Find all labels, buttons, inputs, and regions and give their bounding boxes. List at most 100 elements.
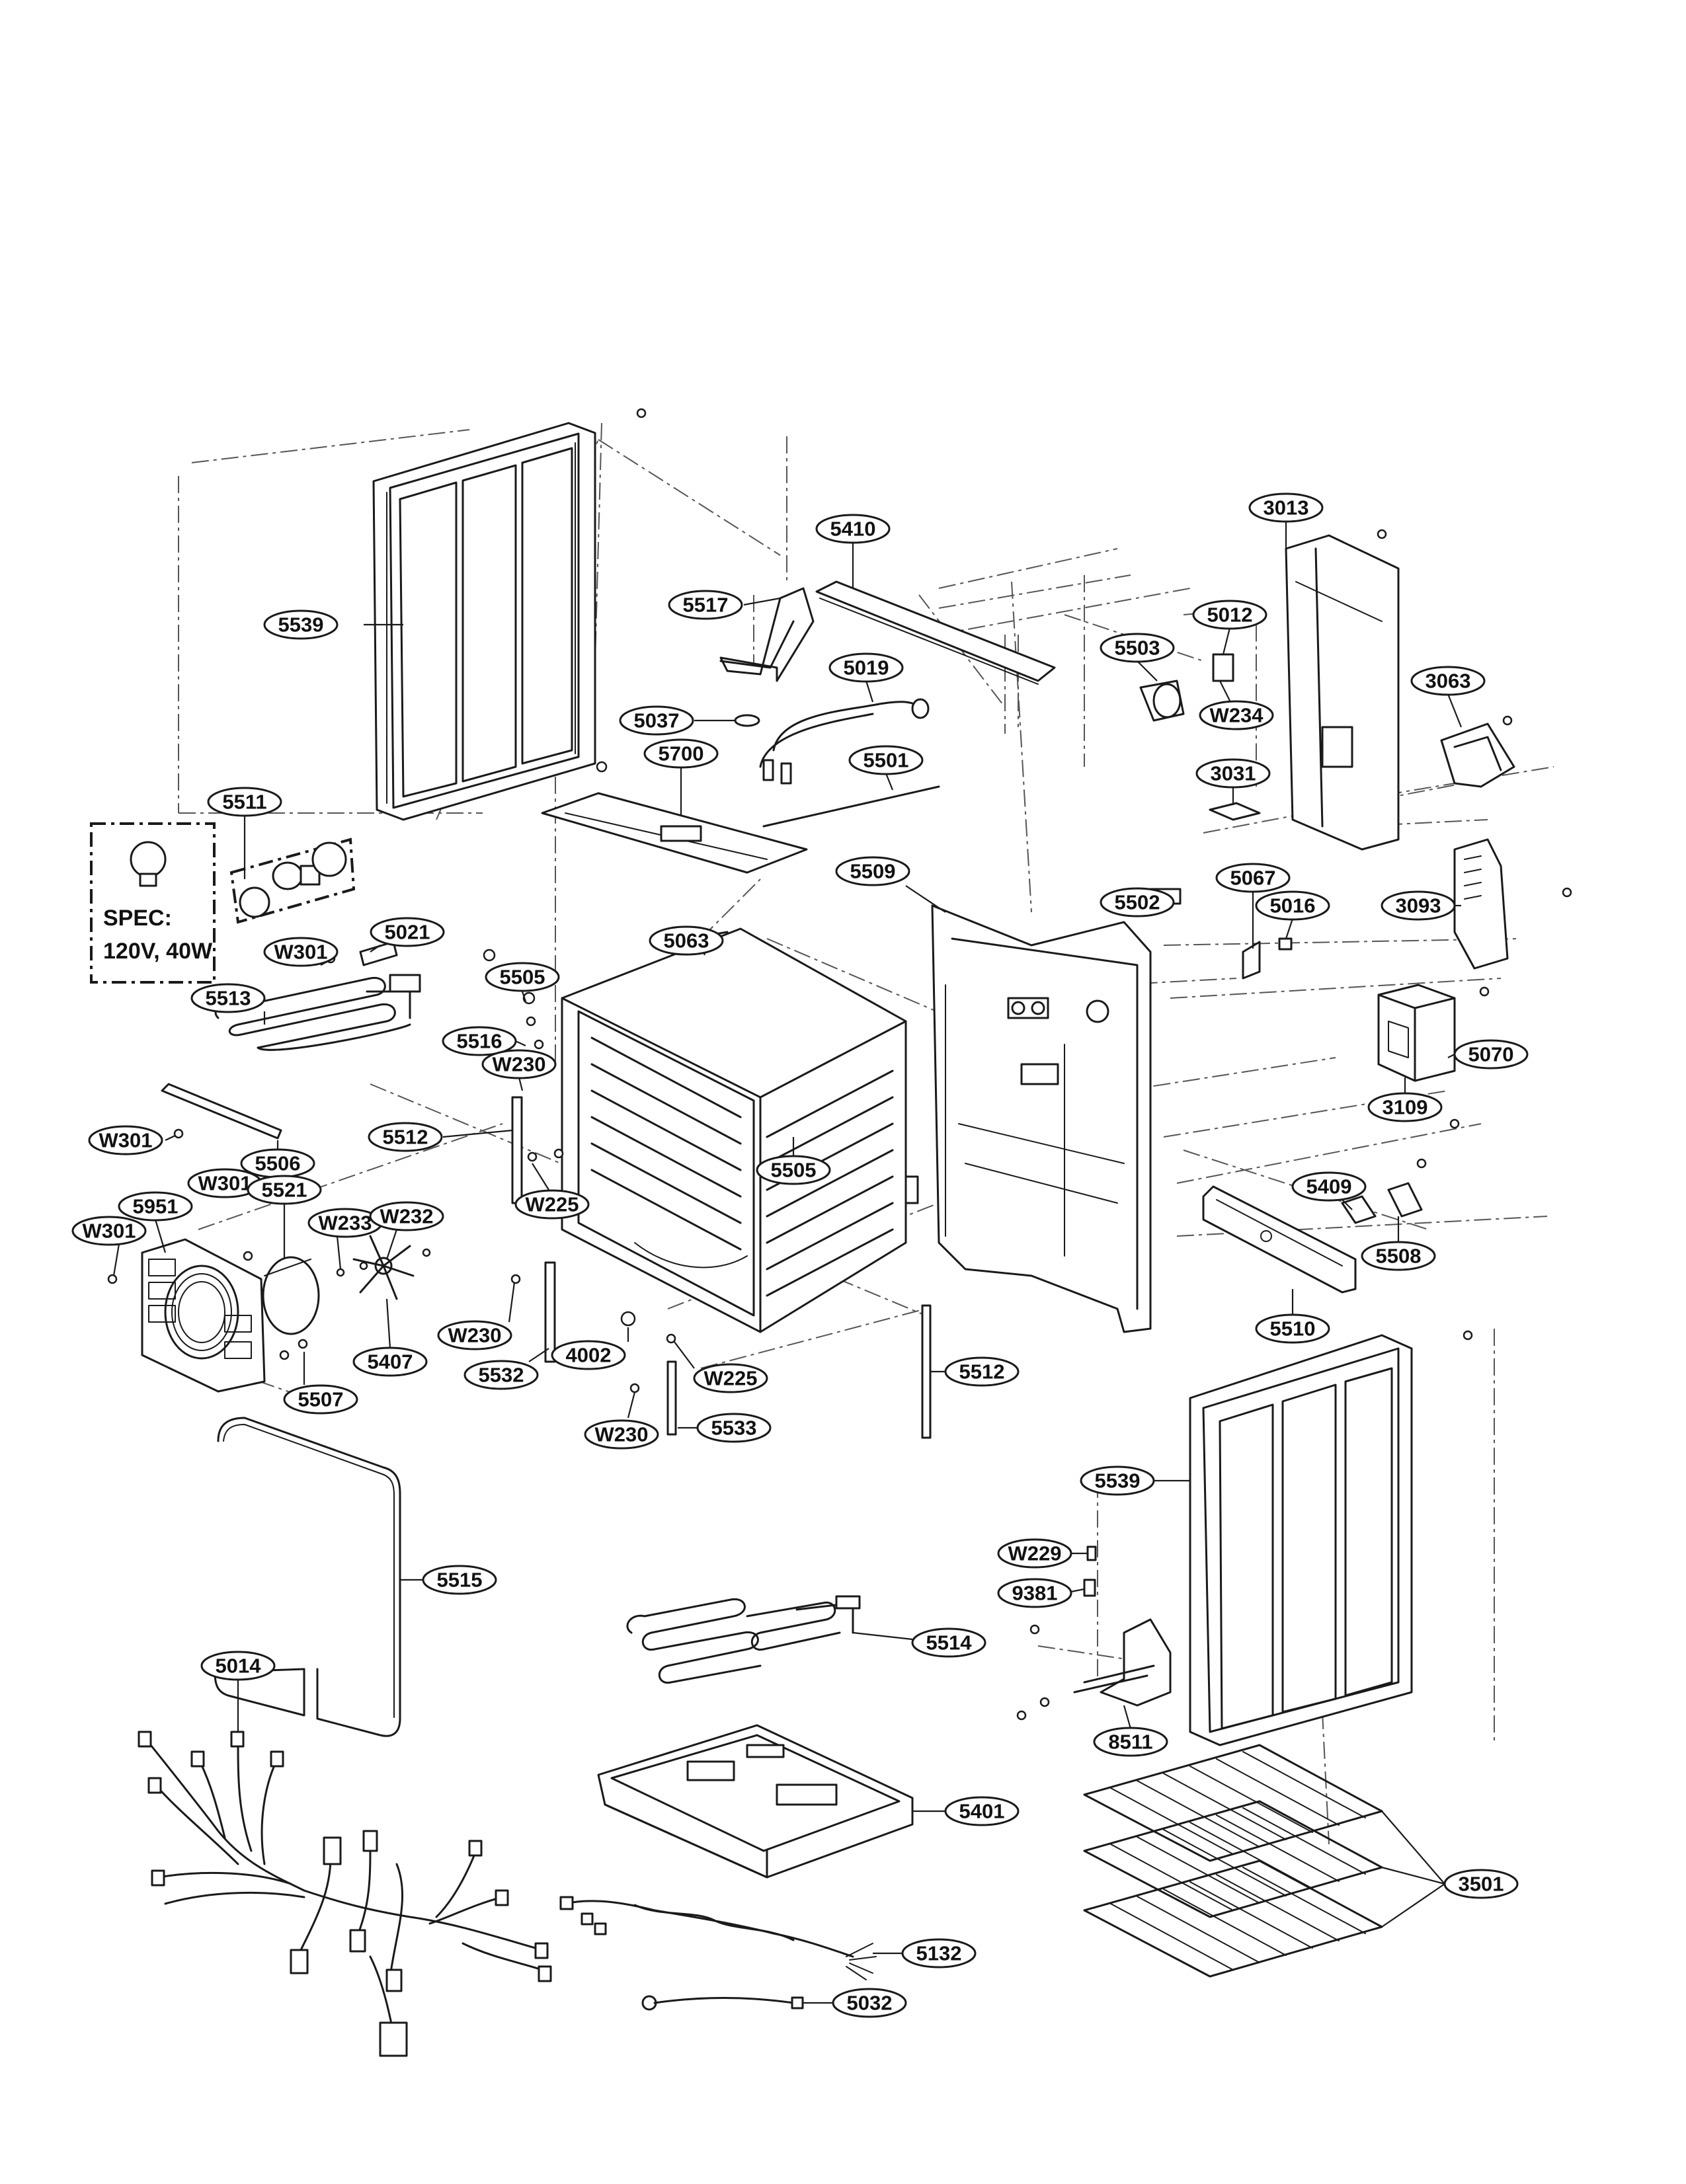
callout-5508: 5508 — [1361, 1241, 1436, 1271]
svg-text:W230: W230 — [493, 1053, 546, 1076]
callout-5070: 5070 — [1453, 1039, 1529, 1070]
door-gasket — [214, 1417, 401, 1737]
callout-5511: 5511 — [207, 787, 282, 817]
callout-5509: 5509 — [835, 856, 910, 886]
callout-5407: 5407 — [352, 1346, 428, 1377]
callout-5516: 5516 — [442, 1026, 517, 1056]
callout-5501: 5501 — [848, 745, 924, 775]
callout-5410: 5410 — [815, 514, 891, 544]
svg-text:5401: 5401 — [959, 1800, 1005, 1823]
svg-text:5512: 5512 — [959, 1360, 1005, 1384]
callout-5539-lower: 5539 — [1080, 1465, 1155, 1496]
svg-text:5533: 5533 — [711, 1417, 757, 1440]
callout-3031: 3031 — [1195, 758, 1271, 789]
svg-text:5513: 5513 — [206, 987, 251, 1010]
callout-3109: 3109 — [1367, 1092, 1443, 1122]
callout-3093: 3093 — [1381, 890, 1456, 921]
svg-text:5506: 5506 — [255, 1152, 301, 1175]
main-wire-harness — [138, 1731, 552, 2057]
callout-5505-upper: 5505 — [485, 962, 560, 992]
svg-text:5016: 5016 — [1270, 894, 1316, 917]
svg-text:9381: 9381 — [1012, 1582, 1058, 1605]
wire-5032 — [641, 1995, 804, 2011]
svg-text:5063: 5063 — [664, 929, 709, 953]
svg-text:5012: 5012 — [1207, 604, 1253, 627]
svg-text:3093: 3093 — [1396, 894, 1441, 917]
callout-W232: W232 — [369, 1201, 444, 1231]
svg-text:3031: 3031 — [1211, 762, 1256, 785]
callout-W301-left: W301 — [88, 1125, 163, 1155]
svg-text:W301: W301 — [274, 941, 328, 964]
svg-text:5501: 5501 — [863, 749, 909, 772]
callout-W229: W229 — [997, 1538, 1072, 1569]
svg-text:W230: W230 — [448, 1324, 502, 1347]
callout-5016: 5016 — [1255, 890, 1330, 921]
svg-text:5021: 5021 — [385, 921, 430, 944]
callout-4002: 4002 — [551, 1340, 626, 1370]
svg-text:5509: 5509 — [850, 860, 896, 883]
callout-5067: 5067 — [1215, 863, 1291, 893]
svg-text:5700: 5700 — [659, 742, 704, 765]
control-bracket — [1202, 1118, 1460, 1294]
wire-5132 — [559, 1896, 877, 1980]
callout-5533: 5533 — [696, 1413, 772, 1443]
svg-text:W225: W225 — [704, 1367, 758, 1390]
convection-fan-assembly — [107, 1235, 431, 1393]
callout-3013: 3013 — [1248, 492, 1324, 523]
callout-5037: 5037 — [619, 705, 694, 736]
callout-5512-lower: 5512 — [944, 1356, 1020, 1387]
svg-text:W301: W301 — [83, 1220, 136, 1243]
svg-text:W234: W234 — [1210, 704, 1264, 727]
leader-lines — [112, 522, 1463, 2004]
callouts: 5539 5410 5517 5019 5037 5501 5700 3013 … — [71, 492, 1529, 2018]
svg-text:5508: 5508 — [1376, 1245, 1422, 1268]
svg-text:W233: W233 — [319, 1212, 372, 1235]
callout-5517: 5517 — [668, 590, 743, 620]
top-vent-parts — [541, 580, 1056, 956]
callout-5532: 5532 — [463, 1360, 539, 1390]
bake-element — [626, 1595, 861, 1684]
svg-text:5511: 5511 — [222, 791, 266, 814]
callout-3063: 3063 — [1410, 666, 1486, 696]
callout-5515: 5515 — [422, 1565, 497, 1595]
svg-text:3063: 3063 — [1425, 670, 1471, 693]
svg-text:W301: W301 — [198, 1172, 252, 1195]
side-panel-right — [1189, 1330, 1473, 1746]
callout-W225-lower: W225 — [693, 1363, 768, 1393]
callout-5132: 5132 — [901, 1938, 977, 1969]
svg-text:5410: 5410 — [830, 518, 876, 541]
side-panel-left — [372, 408, 647, 821]
svg-text:5502: 5502 — [1115, 891, 1160, 914]
callout-5512-upper: 5512 — [368, 1122, 443, 1152]
svg-text:5505: 5505 — [771, 1159, 817, 1182]
svg-text:5539: 5539 — [278, 613, 324, 637]
callout-3501: 3501 — [1443, 1869, 1519, 1899]
oven-lamp-assembly — [229, 838, 356, 924]
callout-W230-lower: W230 — [584, 1419, 659, 1450]
callout-5505-cavity: 5505 — [756, 1155, 831, 1185]
callout-5514: 5514 — [911, 1627, 986, 1658]
spec-label: SPEC: — [103, 906, 172, 931]
svg-text:W225: W225 — [526, 1193, 579, 1216]
svg-text:5951: 5951 — [133, 1195, 179, 1218]
svg-text:5070: 5070 — [1468, 1043, 1514, 1066]
callout-5700: 5700 — [643, 738, 719, 769]
oven-cavity — [561, 927, 919, 1333]
callout-8511: 8511 — [1093, 1727, 1168, 1757]
lamp-spec-box: SPEC: 120V, 40W — [90, 822, 216, 984]
svg-text:5517: 5517 — [683, 594, 729, 617]
callout-5019: 5019 — [828, 652, 904, 683]
svg-text:W301: W301 — [99, 1129, 153, 1152]
svg-text:5067: 5067 — [1230, 867, 1276, 890]
bottom-tray — [597, 1724, 914, 1879]
svg-text:5521: 5521 — [262, 1179, 307, 1202]
svg-text:5510: 5510 — [1270, 1317, 1316, 1341]
callout-W230-middle: W230 — [437, 1320, 512, 1350]
svg-text:W232: W232 — [380, 1205, 434, 1228]
svg-text:5407: 5407 — [368, 1350, 413, 1374]
callout-9381: 9381 — [997, 1578, 1072, 1608]
door-hinge-parts — [1016, 1545, 1172, 1721]
svg-text:5516: 5516 — [457, 1030, 502, 1053]
svg-text:5132: 5132 — [916, 1942, 962, 1965]
svg-text:5505: 5505 — [500, 966, 545, 989]
